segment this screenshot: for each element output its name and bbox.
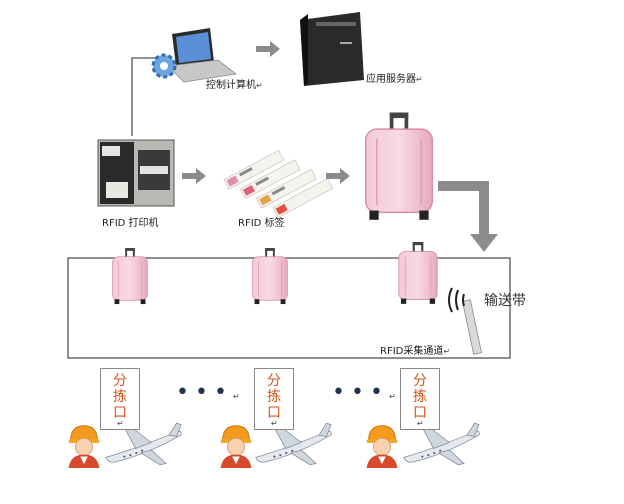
sorting-gate-label: 分 拣 口 [413, 373, 427, 421]
label-rfid-channel: RFID采集通道↵ [380, 346, 451, 357]
tagged-luggage-icon [364, 112, 434, 221]
sorting-gate-1: 分 拣 口 ↵ [100, 368, 140, 430]
gear-icon [151, 53, 177, 79]
sorting-gate-3: 分 拣 口 ↵ [400, 368, 440, 430]
worker-icon-1 [68, 425, 100, 468]
server-icon [300, 12, 364, 86]
label-app-server: 应用服务器↵ [366, 74, 423, 85]
label-conveyor: 输送带 [484, 293, 526, 309]
arrow-to-tags [182, 168, 206, 184]
conveyor-luggage-2 [252, 248, 288, 305]
sorting-gate-2: 分 拣 口 ↵ [254, 368, 294, 430]
label-rfid-printer: RFID 打印机 [102, 218, 159, 229]
sorting-gate-label: 分 拣 口 [267, 373, 281, 421]
computer-printer-connector [131, 57, 162, 136]
ellipsis-1: •••↵ [176, 380, 246, 405]
sorting-gate-label: 分 拣 口 [113, 373, 127, 421]
printer-icon [97, 139, 175, 207]
arrow-to-luggage [326, 168, 350, 184]
arrow-to-server [256, 41, 280, 57]
conveyor-luggage-1 [111, 248, 148, 305]
worker-icon-2 [220, 425, 252, 468]
rfid-antenna-icon [448, 287, 483, 355]
arrow-to-conveyor [438, 181, 498, 252]
conveyor-luggage-3 [398, 242, 438, 305]
worker-icon-3 [366, 425, 398, 468]
ellipsis-2: •••↵ [332, 380, 402, 405]
laptop-icon [167, 28, 237, 83]
conveyor-belt [67, 257, 511, 359]
label-rfid-tag: RFID 标签 [238, 218, 285, 229]
label-control-computer: 控制计算机↵ [206, 80, 263, 91]
rfid-tags-icon [223, 149, 334, 218]
